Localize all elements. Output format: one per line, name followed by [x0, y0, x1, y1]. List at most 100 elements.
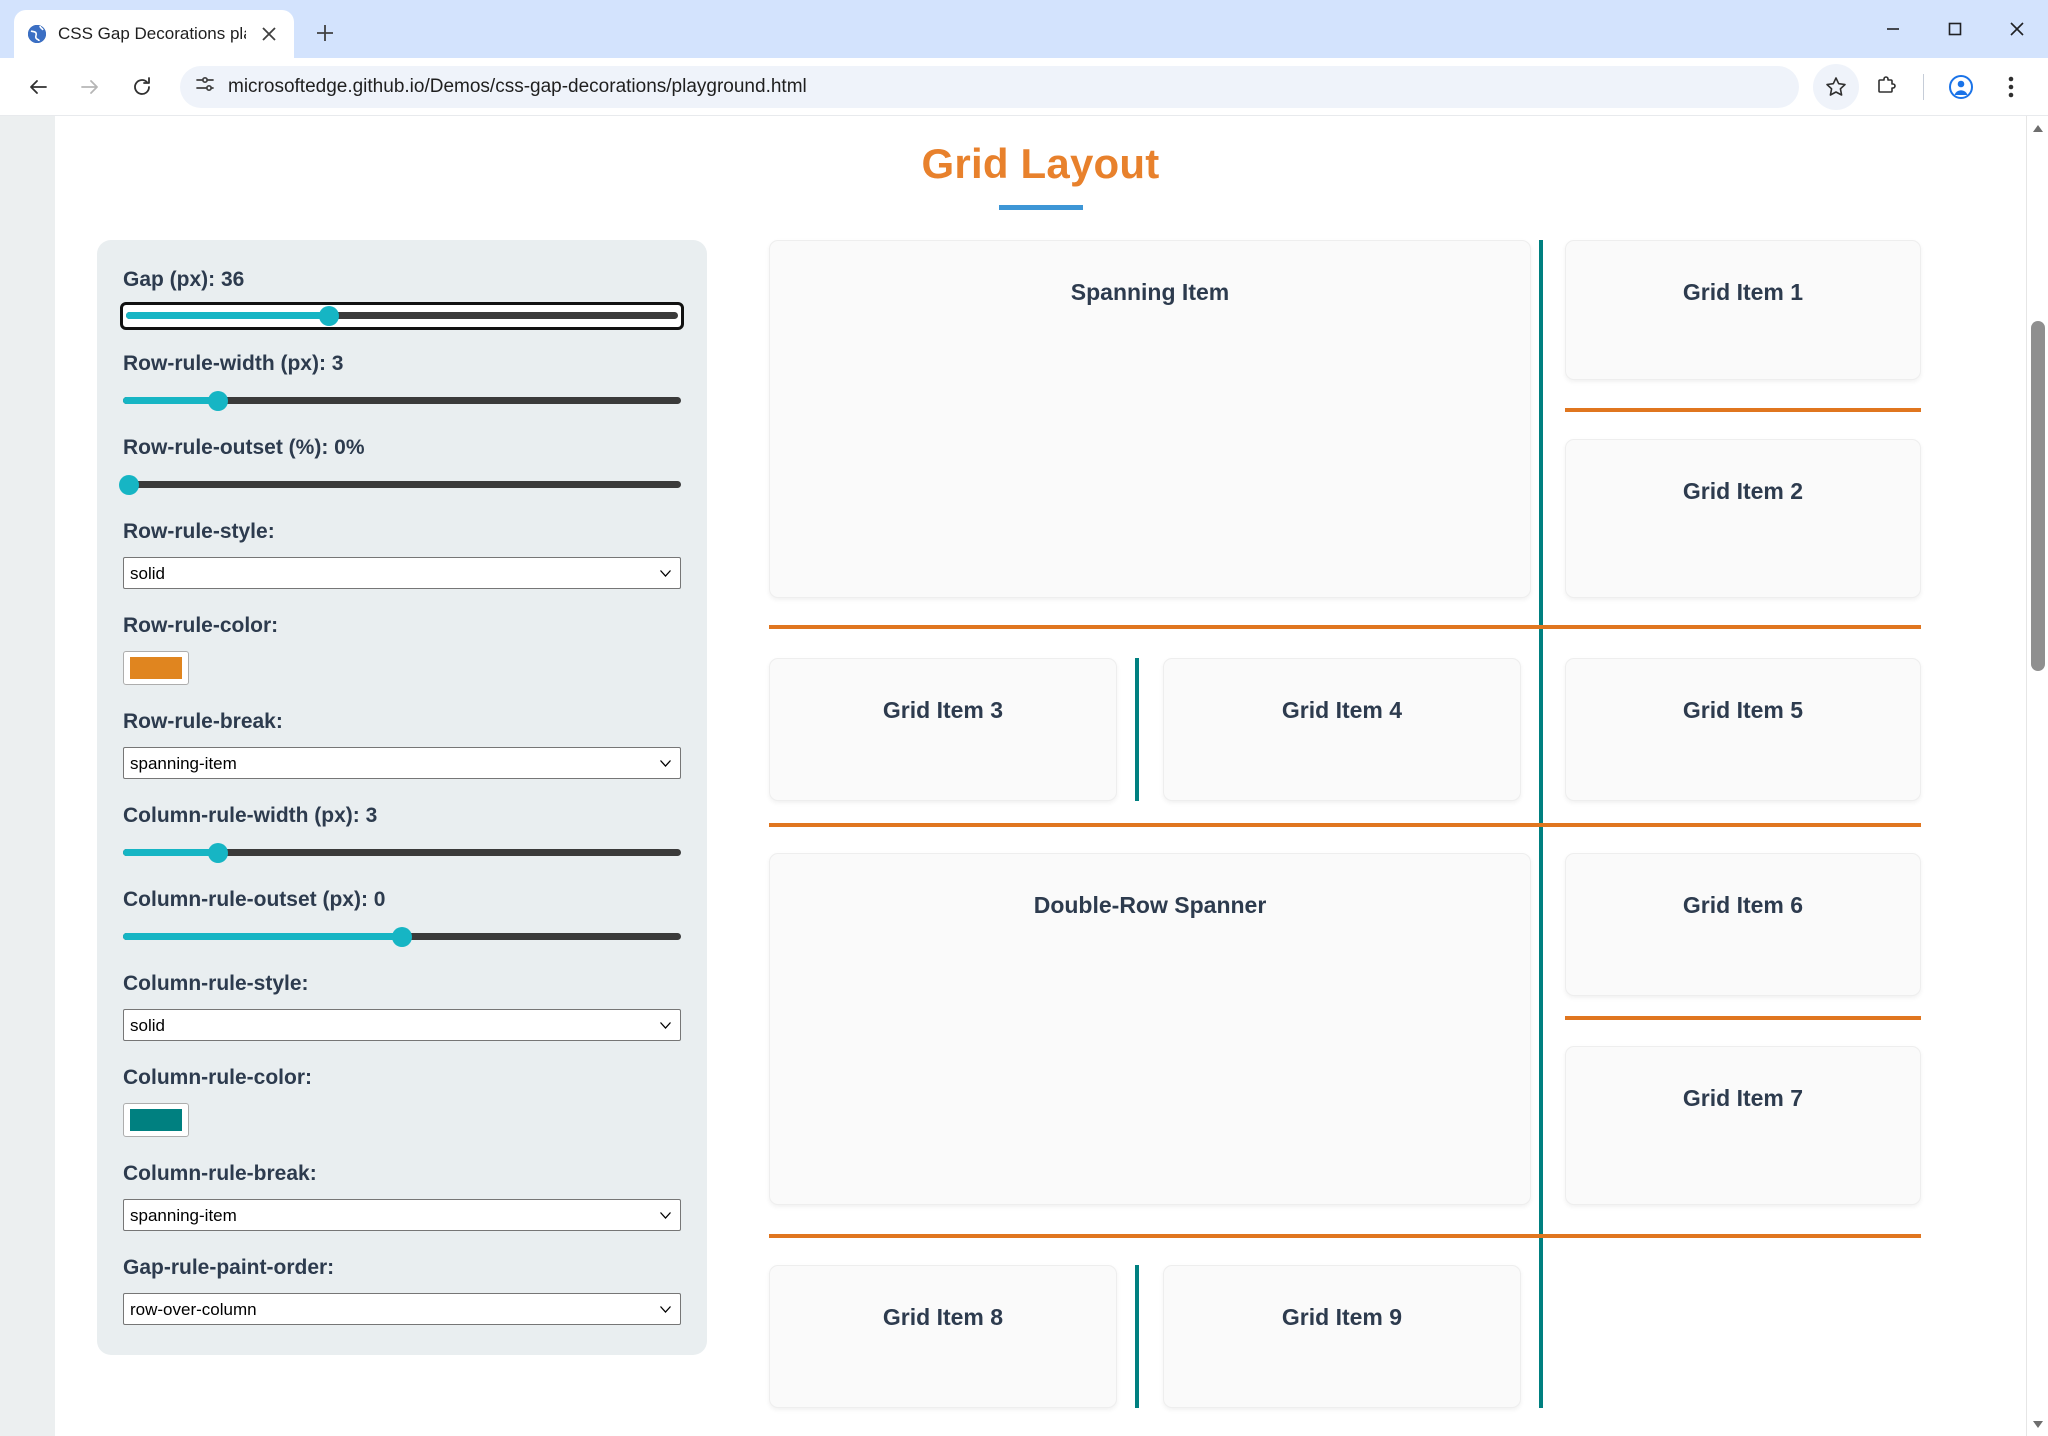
grid-cell-label: Grid Item 1	[1682, 279, 1804, 305]
control-column-rule-color: Column-rule-color:	[123, 1066, 681, 1137]
reload-icon[interactable]	[118, 63, 166, 111]
playground-layout: Gap (px): 36 Row-rule-width (px): 3 Row-ru…	[55, 210, 2026, 1408]
grid-cell: Grid Item 4	[1163, 658, 1521, 801]
control-row-rule-color: Row-rule-color:	[123, 614, 681, 685]
control-row-rule-width: Row-rule-width (px): 3	[123, 352, 681, 411]
arrow-right-icon[interactable]	[66, 63, 114, 111]
slider-row-rule-width[interactable]	[123, 389, 681, 411]
color-swatch-fill	[130, 657, 182, 679]
grid-cell-label: Grid Item 9	[1281, 1304, 1403, 1330]
site-settings-icon[interactable]	[194, 73, 216, 100]
minimize-icon[interactable]	[1862, 0, 1924, 58]
account-circle-icon[interactable]	[1938, 64, 1984, 110]
grid-cell: Grid Item 8	[769, 1265, 1117, 1408]
grid-cell: Grid Item 6	[1565, 853, 1921, 996]
grid-cell-label: Grid Item 4	[1281, 697, 1403, 723]
slider-track	[123, 397, 681, 404]
color-picker-row-rule-color[interactable]	[123, 651, 189, 685]
control-label-row-rule-color: Row-rule-color:	[123, 614, 279, 637]
grid-cell: Grid Item 9	[1163, 1265, 1521, 1408]
grid-cell-label: Grid Item 7	[1682, 1085, 1804, 1111]
slider-track	[126, 312, 678, 319]
slider-fill	[123, 849, 218, 856]
grid-cell: Grid Item 5	[1565, 658, 1921, 801]
grid-cell: Grid Item 7	[1565, 1046, 1921, 1205]
control-column-rule-outset: Column-rule-outset (px): 0	[123, 888, 681, 947]
slider-fill	[123, 933, 402, 940]
tab-title: CSS Gap Decorations playground	[58, 23, 246, 43]
color-picker-column-rule-color[interactable]	[123, 1103, 189, 1137]
title-underline	[998, 205, 1083, 210]
select-wrap-column-rule-break: spanning-item	[123, 1199, 681, 1231]
select-row-rule-style[interactable]: solid	[123, 557, 681, 589]
color-swatch-fill	[130, 1109, 182, 1131]
new-tab-button[interactable]	[302, 10, 348, 56]
browser-toolbar: microsoftedge.github.io/Demos/css-gap-de…	[0, 58, 2048, 116]
control-label-row-rule-style: Row-rule-style:	[123, 520, 275, 543]
three-dot-menu-icon[interactable]	[1988, 64, 2034, 110]
scroll-down-arrow-icon[interactable]	[2027, 1414, 2048, 1434]
row-rule-line	[1565, 408, 1921, 412]
slider-gap[interactable]	[120, 302, 684, 330]
grid-demo-area: Spanning Item Grid Item 1 Grid Item 2 Grid …	[769, 240, 1971, 1408]
column-rule-line	[1539, 240, 1543, 625]
slider-track	[123, 849, 681, 856]
arrow-left-icon[interactable]	[14, 63, 62, 111]
control-label-column-rule-width: Column-rule-width (px): 3	[123, 804, 378, 827]
vertical-scrollbar[interactable]	[2026, 116, 2048, 1436]
puzzle-piece-icon[interactable]	[1863, 64, 1909, 110]
row-rule-line	[769, 625, 1921, 629]
scrollbar-thumb[interactable]	[2031, 321, 2045, 671]
star-icon[interactable]	[1813, 63, 1859, 110]
slider-track	[123, 481, 681, 488]
grid-cell-label: Grid Item 8	[882, 1304, 1004, 1330]
control-label-gap-rule-paint-order: Gap-rule-paint-order:	[123, 1256, 335, 1279]
select-wrap-row-rule-style: solid	[123, 557, 681, 589]
window-close-icon[interactable]	[1986, 0, 2048, 58]
select-wrap-column-rule-style: solid	[123, 1009, 681, 1041]
slider-thumb[interactable]	[392, 927, 412, 947]
window-controls	[1862, 0, 2048, 58]
control-label-column-rule-color: Column-rule-color:	[123, 1066, 312, 1089]
slider-thumb[interactable]	[207, 391, 228, 411]
select-column-rule-break[interactable]: spanning-item	[123, 1199, 681, 1231]
address-bar[interactable]: microsoftedge.github.io/Demos/css-gap-de…	[180, 65, 1799, 108]
grid-cell-label: Double-Row Spanner	[1033, 892, 1267, 918]
select-gap-rule-paint-order[interactable]: row-over-column	[123, 1293, 681, 1325]
control-column-rule-style: Column-rule-style:solid	[123, 972, 681, 1041]
control-label-row-rule-break: Row-rule-break:	[123, 710, 283, 733]
maximize-icon[interactable]	[1924, 0, 1986, 58]
control-row-rule-outset: Row-rule-outset (%): 0%	[118, 436, 681, 495]
control-gap: Gap (px): 36	[120, 268, 684, 330]
url-text: microsoftedge.github.io/Demos/css-gap-de…	[228, 75, 807, 97]
slider-thumb[interactable]	[118, 475, 139, 495]
close-icon[interactable]	[256, 21, 282, 47]
row-rule-line	[769, 823, 1921, 827]
slider-column-rule-width[interactable]	[123, 841, 681, 863]
slider-column-rule-outset[interactable]	[123, 925, 681, 947]
title-bar: CSS Gap Decorations playground	[0, 0, 2048, 58]
scroll-up-arrow-icon[interactable]	[2027, 118, 2048, 138]
control-row-rule-style: Row-rule-style: solid	[123, 520, 681, 589]
row-rule-line	[769, 1234, 1921, 1238]
select-column-rule-style[interactable]: solid	[123, 1009, 681, 1041]
grid-cell-label: Grid Item 3	[882, 697, 1004, 723]
grid-cell-label: Grid Item 2	[1682, 478, 1804, 504]
tab-strip: CSS Gap Decorations playground	[0, 0, 348, 58]
grid-cell: Grid Item 1	[1565, 240, 1921, 380]
slider-thumb[interactable]	[319, 306, 340, 326]
control-column-rule-width: Column-rule-width (px): 3	[123, 804, 681, 863]
grid-cell-label: Grid Item 6	[1682, 892, 1804, 918]
browser-tab[interactable]: CSS Gap Decorations playground	[14, 10, 294, 58]
control-label-gap: Gap (px): 36	[123, 268, 245, 291]
grid-cell: Spanning Item	[769, 240, 1531, 598]
select-row-rule-break[interactable]: spanning-item	[123, 747, 681, 779]
column-rule-line	[1135, 1265, 1139, 1408]
control-label-row-rule-width: Row-rule-width (px): 3	[123, 352, 344, 375]
control-label-column-rule-outset: Column-rule-outset (px): 0	[123, 888, 386, 911]
slider-thumb[interactable]	[207, 843, 228, 863]
column-rule-line	[1135, 658, 1139, 801]
slider-row-rule-outset[interactable]	[118, 473, 681, 495]
